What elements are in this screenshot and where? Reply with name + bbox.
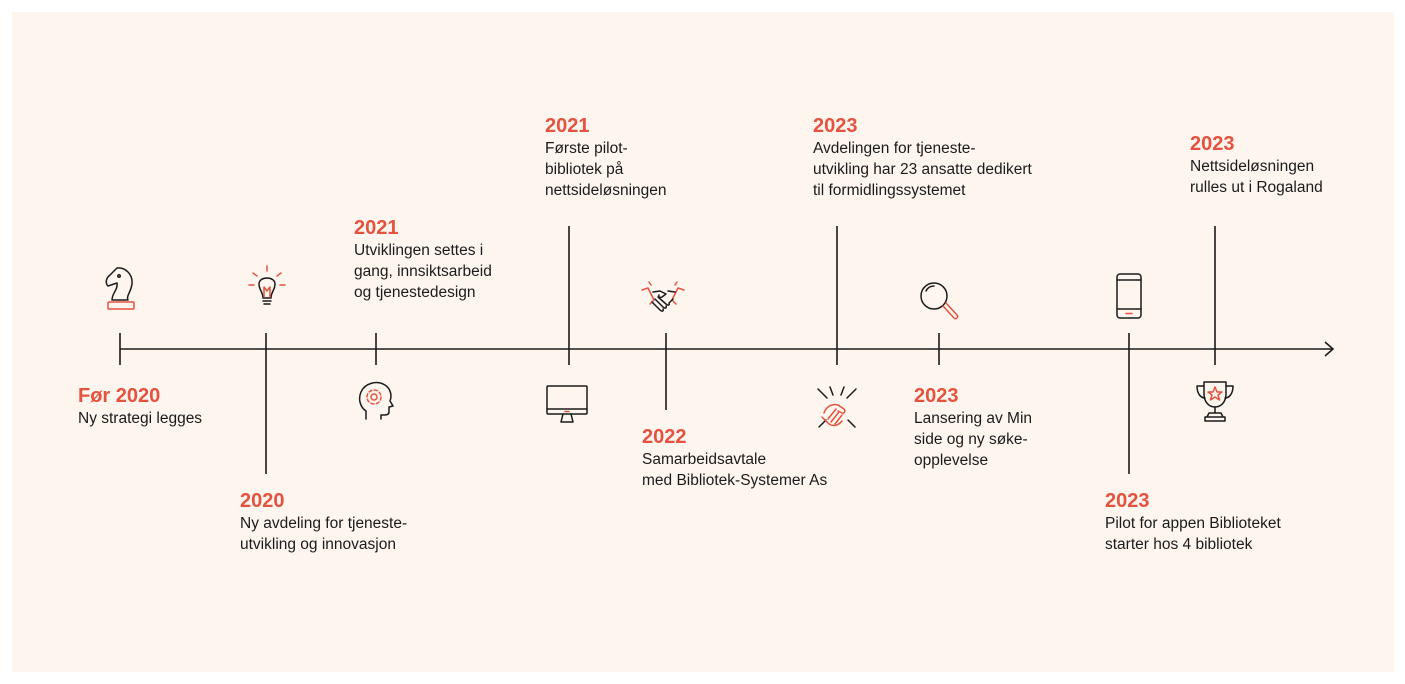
- event-2023-min-side: 2023 Lansering av Min side og ny søke- o…: [914, 384, 1032, 471]
- lightbulb-icon: [244, 262, 290, 310]
- event-year: 2020: [240, 490, 285, 512]
- knight-chess-piece-icon: [98, 264, 144, 312]
- event-2022: 2022 Samarbeidsavtale med Bibliotek-Syst…: [642, 425, 827, 491]
- event-year: 2022: [642, 426, 687, 448]
- event-year: 2021: [354, 217, 399, 239]
- event-text: Første pilot- bibliotek på nettsideløsni…: [545, 140, 667, 199]
- head-with-gear-icon: [352, 375, 398, 423]
- event-2023-department: 2023 Avdelingen for tjeneste- utvikling …: [813, 114, 1032, 201]
- event-text: Lansering av Min side og ny søke- opplev…: [914, 410, 1033, 469]
- event-2021-pilot: 2021 Første pilot- bibliotek på nettside…: [545, 114, 667, 201]
- desktop-monitor-icon: [544, 380, 590, 428]
- event-text: Pilot for appen Biblioteket starter hos …: [1105, 515, 1281, 553]
- timeline-arrowhead: [1324, 341, 1335, 357]
- event-text: Samarbeidsavtale med Bibliotek-Systemer …: [642, 451, 828, 489]
- event-2023-rogaland: 2023 Nettsideløsningen rulles ut i Rogal…: [1190, 132, 1323, 198]
- event-text: Utviklingen settes i gang, innsiktsarbei…: [354, 242, 492, 301]
- event-year: 2021: [545, 115, 590, 137]
- event-before-2020: Før 2020 Ny strategi legges: [78, 384, 202, 429]
- smartphone-icon: [1106, 272, 1152, 320]
- event-year: 2023: [1190, 133, 1235, 155]
- handshake-icon: [640, 276, 686, 324]
- trophy-icon: [1192, 378, 1238, 426]
- event-text: Nettsideløsningen rulles ut i Rogaland: [1190, 158, 1323, 196]
- event-text: Avdelingen for tjeneste- utvikling har 2…: [813, 140, 1032, 199]
- team-hands-together-icon: [814, 383, 860, 431]
- event-year: 2023: [813, 115, 858, 137]
- event-2021-development: 2021 Utviklingen settes i gang, innsikts…: [354, 216, 492, 303]
- event-text: Ny strategi legges: [78, 410, 203, 427]
- event-year: Før 2020: [78, 385, 161, 407]
- magnifying-glass-icon: [916, 276, 962, 324]
- timeline-panel: [12, 12, 1394, 672]
- event-2023-app: 2023 Pilot for appen Biblioteket starter…: [1105, 489, 1281, 555]
- event-year: 2023: [1105, 490, 1150, 512]
- event-year: 2023: [914, 385, 959, 407]
- event-2020: 2020 Ny avdeling for tjeneste- utvikling…: [240, 489, 407, 555]
- event-text: Ny avdeling for tjeneste- utvikling og i…: [240, 515, 408, 553]
